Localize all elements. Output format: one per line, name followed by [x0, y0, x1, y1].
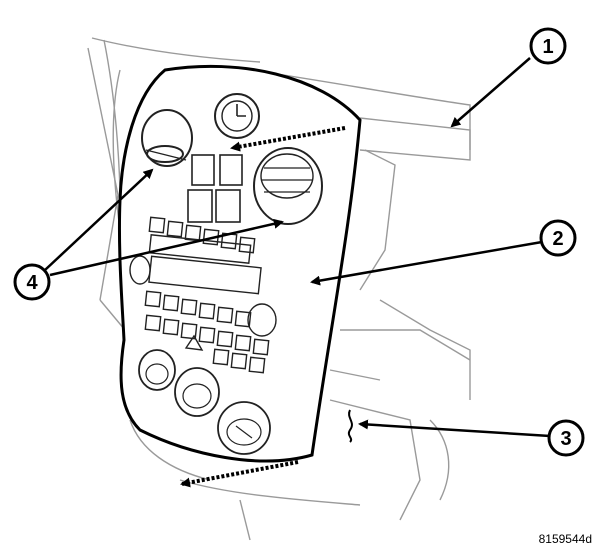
callout-4-label: 4	[26, 272, 38, 294]
figure-id: 8159544d	[538, 532, 592, 546]
callout-1-label: 1	[542, 36, 553, 58]
callout-1: 1	[529, 27, 567, 65]
removal-arrow-upper	[230, 126, 346, 152]
callout-4: 4	[13, 263, 51, 301]
removal-arrow-lower	[180, 460, 299, 488]
clip-symbol	[347, 409, 353, 443]
left-round-vent	[141, 109, 193, 167]
climate-control-knobs	[138, 349, 271, 455]
callout-2-label: 2	[552, 228, 563, 250]
leader-lines	[44, 57, 551, 438]
callout-3: 3	[547, 419, 585, 457]
right-round-vent	[253, 147, 323, 225]
callout-3-label: 3	[560, 428, 571, 450]
switch-block	[187, 154, 243, 223]
callout-2: 2	[539, 219, 577, 257]
clock-gauge	[214, 93, 260, 139]
